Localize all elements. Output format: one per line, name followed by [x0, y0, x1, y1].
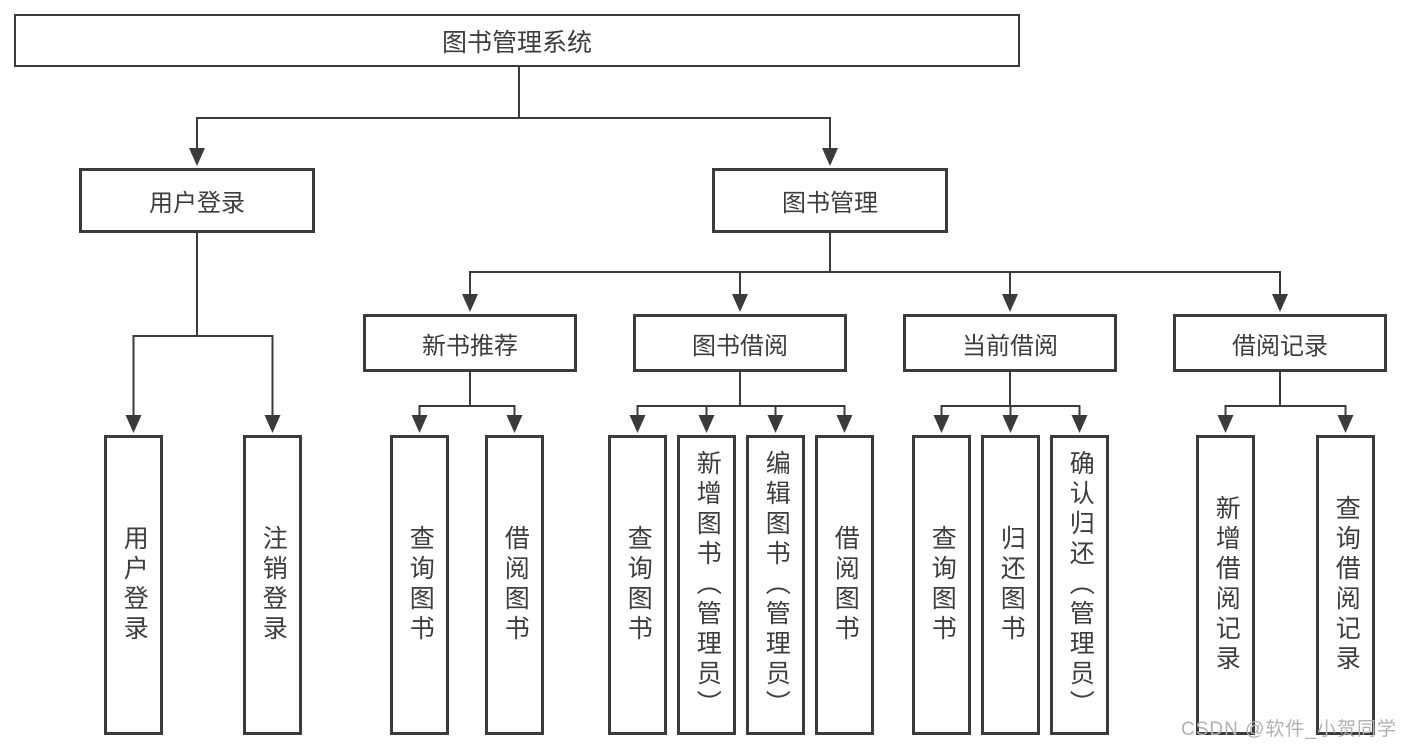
- leaf-label: 查询借阅记录: [1332, 495, 1361, 675]
- node-current-borrowing: 当前借阅: [903, 314, 1117, 372]
- node-label: 借阅记录: [1232, 332, 1328, 360]
- node-label: 图书管理: [782, 190, 878, 217]
- leaf-label: 归还图书: [997, 525, 1026, 645]
- leaf-label: 新增借阅记录: [1212, 495, 1241, 675]
- node-label: 图书借阅: [692, 332, 788, 360]
- leaf-label: 注销登录: [259, 525, 288, 645]
- leaf-recommend-query-books: 查询图书: [390, 435, 449, 735]
- leaf-add-books-admin: 新增图书（管理员）: [677, 435, 736, 735]
- node-book-management: 图书管理: [712, 168, 948, 233]
- leaf-logout: 注销登录: [243, 435, 302, 735]
- leaf-label: 借阅图书: [831, 525, 860, 645]
- node-user-login: 用户登录: [79, 168, 315, 233]
- leaf-label: 新增图书（管理员）: [693, 450, 722, 720]
- leaf-edit-books-admin: 编辑图书（管理员）: [746, 435, 805, 735]
- leaf-label: 编辑图书（管理员）: [762, 450, 791, 720]
- leaf-label: 查询图书: [624, 525, 653, 645]
- leaf-current-query-books: 查询图书: [912, 435, 971, 735]
- leaf-confirm-return-admin: 确认归还（管理员）: [1050, 435, 1109, 735]
- leaf-label: 用户登录: [120, 525, 149, 645]
- leaf-return-books: 归还图书: [981, 435, 1040, 735]
- leaf-borrow-books: 借阅图书: [815, 435, 874, 735]
- leaf-label: 查询图书: [928, 525, 957, 645]
- leaf-label: 查询图书: [406, 525, 435, 645]
- node-new-book-recommend: 新书推荐: [363, 314, 577, 372]
- node-book-borrowing: 图书借阅: [633, 314, 847, 372]
- leaf-borrow-query-books: 查询图书: [608, 435, 667, 735]
- leaf-user-login: 用户登录: [104, 435, 163, 735]
- leaf-label: 确认归还（管理员）: [1066, 450, 1095, 720]
- node-library-management-system: 图书管理系统: [14, 14, 1020, 67]
- node-label: 当前借阅: [962, 332, 1058, 360]
- leaf-query-borrow-record: 查询借阅记录: [1316, 435, 1375, 735]
- leaf-recommend-borrow-books: 借阅图书: [485, 435, 544, 735]
- node-borrowing-records: 借阅记录: [1173, 314, 1387, 372]
- node-label: 新书推荐: [422, 332, 518, 360]
- arrowheads: [125, 148, 1354, 433]
- leaf-add-borrow-record: 新增借阅记录: [1196, 435, 1255, 735]
- node-label: 图书管理系统: [441, 28, 592, 57]
- node-label: 用户登录: [149, 190, 245, 217]
- csdn-watermark: CSDN @软件_小贺同学: [1181, 719, 1397, 740]
- leaf-label: 借阅图书: [501, 525, 530, 645]
